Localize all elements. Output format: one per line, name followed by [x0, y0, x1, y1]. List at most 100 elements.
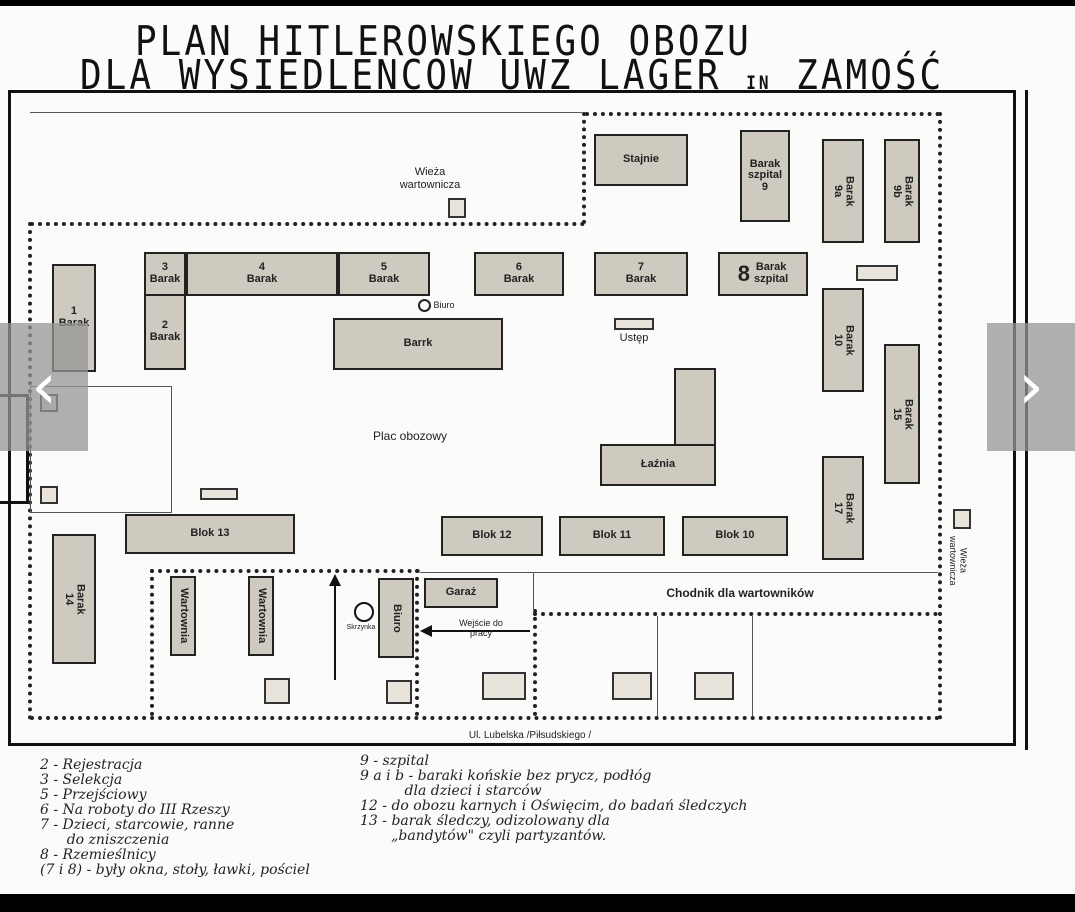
building-barak-3-label: 3 Barak	[149, 261, 181, 285]
building-barak-9: Barak szpital 9	[740, 130, 790, 222]
office-small-label: Biuro	[433, 299, 455, 310]
building-barak-6-label: 6 Barak	[503, 261, 535, 285]
fence-top	[585, 112, 940, 116]
building-laznia: Łaźnia	[600, 444, 716, 486]
building-blok-13: Blok 13	[125, 514, 295, 554]
entry-arrow-up	[334, 584, 336, 680]
small-box-7	[694, 672, 734, 700]
legend-right: 9 - szpital 9 a i b - baraki końskie bez…	[360, 753, 748, 844]
small-box-5	[482, 672, 526, 700]
fence-inner-top	[30, 222, 585, 226]
building-barak-9b-label: Barak 9b	[891, 175, 915, 207]
building-barak-9-label: Barak szpital 9	[747, 157, 783, 193]
street-label: Ul. Lubelska /Piłsudskiego /	[468, 730, 592, 741]
line-top-divider	[30, 112, 582, 113]
building-barak-6: 6 Barak	[474, 252, 564, 296]
map-sheet: PLAN HITLEROWSKIEGO OBOZU DLA WYSIEDLENC…	[0, 6, 1075, 894]
building-garaz-label: Garaż	[445, 586, 477, 599]
building-barak-7-label: 7 Barak	[625, 261, 657, 285]
mailbox-circle-icon	[354, 602, 374, 622]
latrine-label: Ustęp	[619, 332, 649, 344]
work-entry-label: Wejście do pracy	[459, 618, 503, 639]
watchtower-top	[448, 198, 466, 218]
building-barak-7: 7 Barak	[594, 252, 688, 296]
entry-arrow-up-head	[329, 574, 341, 586]
building-stajnie: Stajnie	[594, 134, 688, 186]
title-line-1: PLAN HITLEROWSKIEGO OBOZU	[135, 18, 752, 66]
building-barak-17: Barak 17	[822, 456, 864, 560]
building-wartownia-2: Wartownia	[248, 576, 274, 656]
small-box-3	[264, 678, 290, 704]
watchtower-top-label: Wieża wartownicza	[399, 166, 461, 191]
small-shed-left	[200, 488, 238, 500]
fence-guard-walk	[533, 612, 938, 616]
fence-gate-right	[533, 609, 537, 716]
building-biuro-label: Biuro	[390, 603, 403, 633]
fence-bottom	[30, 716, 940, 720]
building-barak-8-label: Barak szpital	[754, 261, 789, 285]
building-barak-9a-label: Barak 9a	[832, 175, 856, 207]
building-wartownia-1: Wartownia	[170, 576, 196, 656]
building-barak-3: 3 Barak	[144, 252, 186, 296]
fence-top-left-divider	[582, 112, 586, 224]
guard-walk-label: Chodnik dla wartowników	[666, 586, 814, 600]
watchtower-right	[953, 509, 971, 529]
legend-left: 2 - Rejestracja 3 - Selekcja 5 - Przejśc…	[40, 757, 310, 878]
fence-right	[938, 112, 942, 720]
small-box-2	[40, 486, 58, 504]
building-biuro: Biuro	[378, 578, 414, 658]
small-shed-right	[856, 265, 898, 281]
building-barak-10: Barak 10	[822, 288, 864, 392]
fence-yard-right	[415, 569, 419, 716]
building-barrk-label: Barrk	[403, 337, 433, 350]
building-barak-5: 5 Barak	[338, 252, 430, 296]
building-blok-10-label: Blok 10	[715, 529, 755, 542]
building-barrk: Barrk	[333, 318, 503, 370]
building-garaz: Garaż	[424, 578, 498, 608]
building-stajnie-label: Stajnie	[622, 153, 660, 166]
office-circle-icon	[418, 299, 431, 312]
line-walk-v1	[657, 616, 658, 716]
building-laznia-tower	[674, 368, 716, 448]
next-image-button[interactable]: ›	[987, 323, 1075, 451]
watchtower-right-label: Wieża wartownicza	[940, 536, 976, 616]
building-barak-8-number: 8	[737, 261, 750, 287]
previous-image-button[interactable]: ‹	[0, 323, 88, 451]
building-barak-15: Barak 15	[884, 344, 920, 484]
building-barak-14: Barak 14	[52, 534, 96, 664]
building-blok-11-label: Blok 11	[592, 529, 632, 542]
building-blok-13-label: Blok 13	[190, 527, 230, 540]
chevron-left-icon: ‹	[31, 350, 57, 424]
building-blok-12-label: Blok 12	[472, 529, 512, 542]
line-walk-v3	[533, 572, 534, 612]
building-wartownia-2-label: Wartownia	[255, 588, 268, 644]
building-barak-2: 2 Barak	[144, 294, 186, 370]
building-barak-5-label: 5 Barak	[368, 261, 400, 285]
chevron-right-icon: ›	[1018, 350, 1044, 424]
building-wartownia-1-label: Wartownia	[177, 588, 190, 644]
latrine	[614, 318, 654, 330]
building-barak-9b: Barak 9b	[884, 139, 920, 243]
office-mark: Biuro	[418, 299, 478, 312]
fence-yard-left	[150, 569, 154, 716]
building-barak-4: 4 Barak	[186, 252, 338, 296]
fence-inner-yard	[150, 569, 420, 573]
building-barak-15-label: Barak 15	[891, 398, 915, 430]
line-walk-top	[420, 572, 938, 573]
work-entry-arrow	[430, 630, 530, 632]
building-barak-4-label: 4 Barak	[246, 261, 278, 285]
line-walk-v2	[752, 616, 753, 716]
building-barak-10-label: Barak 10	[832, 324, 856, 356]
work-entry-arrow-head	[420, 625, 432, 637]
building-barak-8: 8 Barak szpital	[718, 252, 808, 296]
watchtower-right-text: Wieża wartownicza	[948, 536, 969, 586]
building-barak-9a: Barak 9a	[822, 139, 864, 243]
small-box-4	[386, 680, 412, 704]
building-barak-14-label: Barak 14	[63, 583, 87, 615]
building-blok-10: Blok 10	[682, 516, 788, 556]
square-label: Plac obozowy	[372, 429, 448, 443]
building-laznia-label: Łaźnia	[640, 458, 676, 471]
building-barak-2-label: 2 Barak	[149, 319, 181, 343]
building-blok-11: Blok 11	[559, 516, 665, 556]
title-line-2-small: IN	[746, 71, 772, 94]
